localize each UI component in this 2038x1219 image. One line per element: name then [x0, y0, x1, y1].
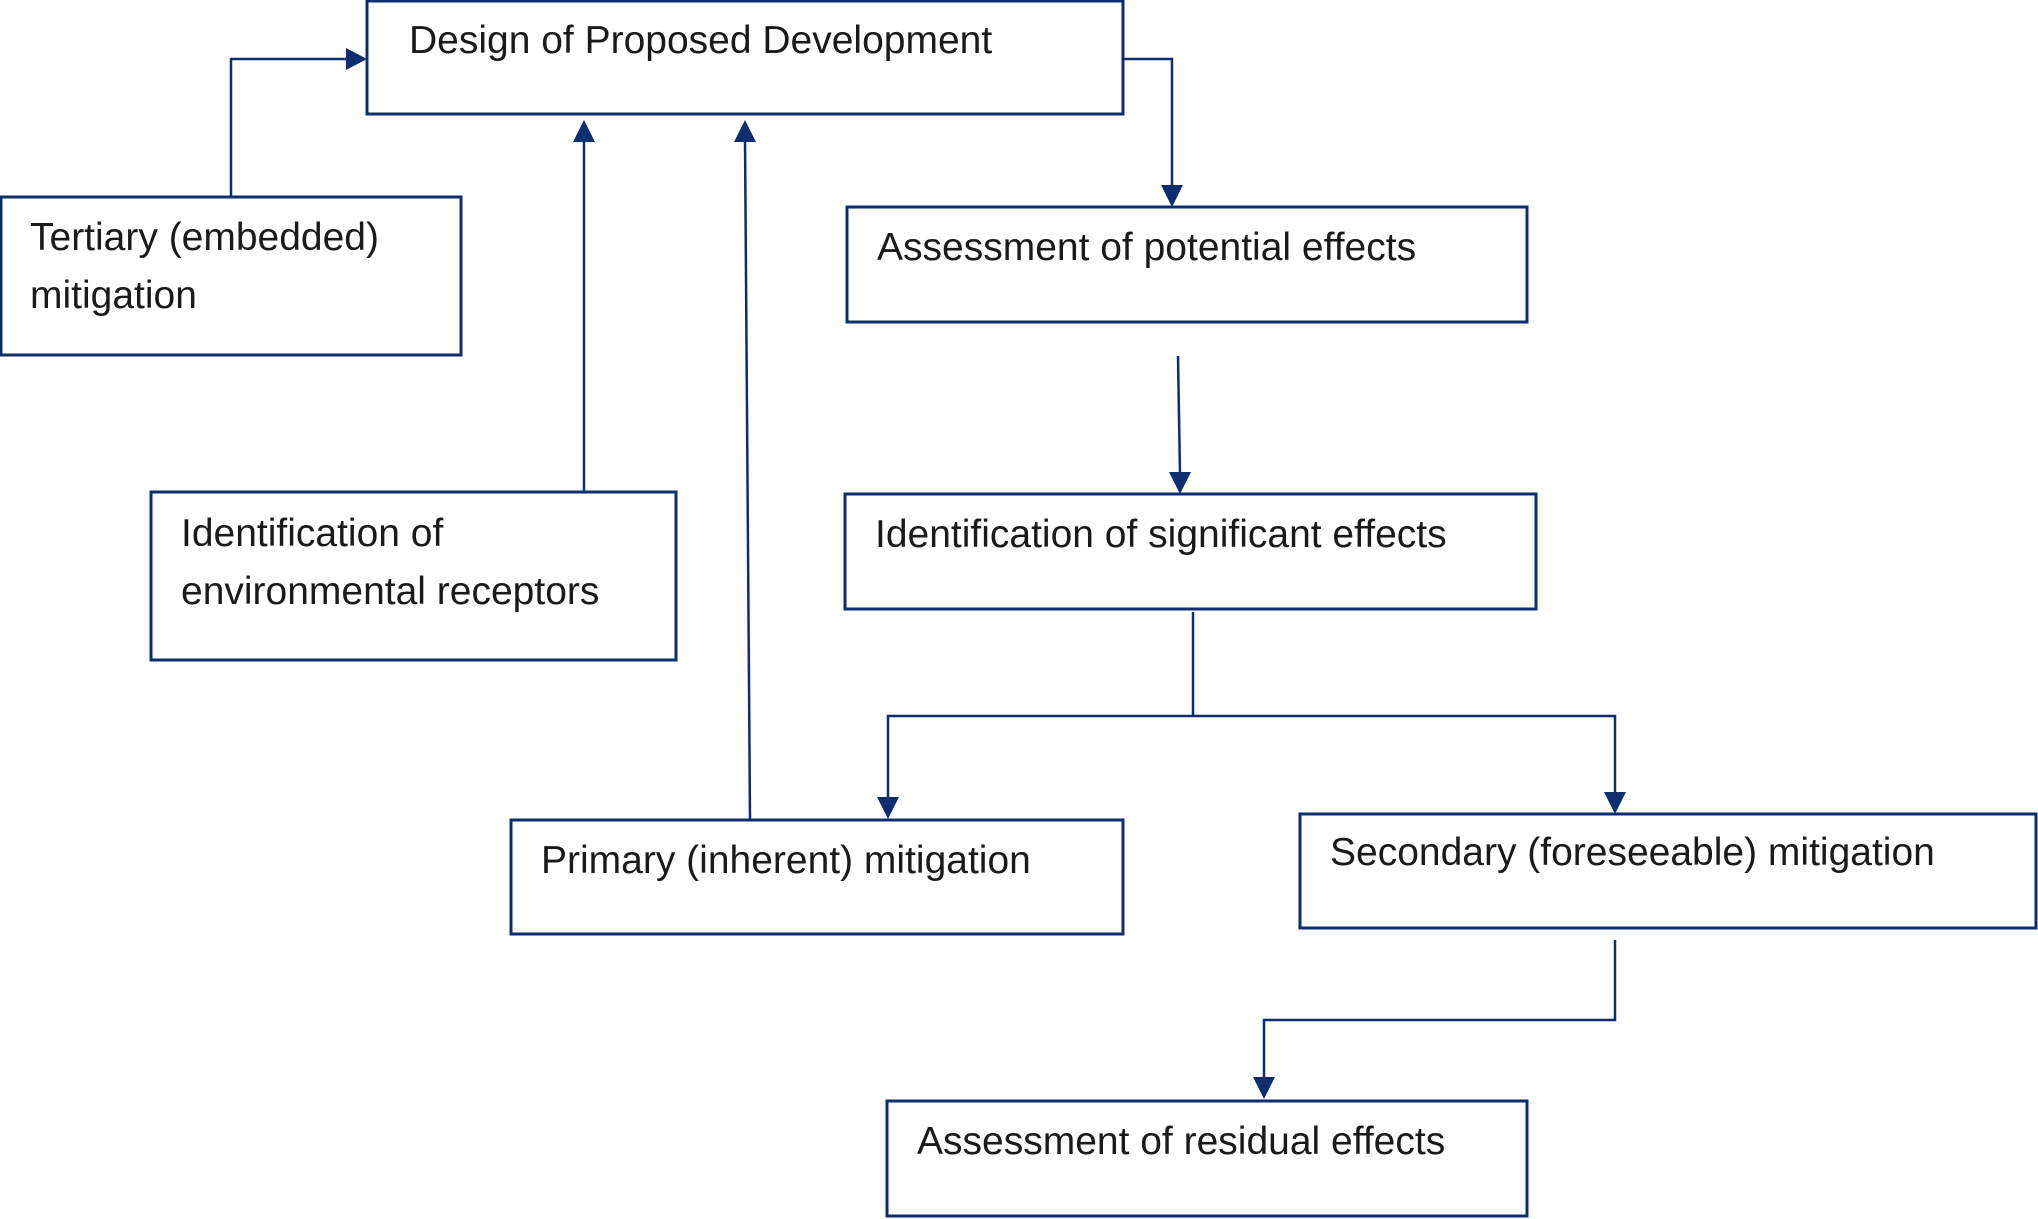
arrowhead-into-significant: [1169, 472, 1191, 494]
node-assessment-of-potential-effects: Assessment of potential effects: [845, 205, 1529, 324]
node-identification-of-significant-effects: Identification of significant effects: [843, 492, 1538, 611]
box-primary: [509, 818, 1125, 936]
label-secondary: Secondary (foreseeable) mitigation: [1330, 831, 1935, 874]
edge-secondary-to-residual: [1262, 940, 1617, 1080]
label-significant-line-1: Identification of significant effects: [875, 513, 1447, 556]
label-tertiary-line-1: Tertiary (embedded): [30, 216, 379, 259]
arrowhead-into-residual: [1253, 1077, 1275, 1099]
label-primary: Primary (inherent) mitigation: [541, 839, 1031, 882]
label-significant: Identification of significant effects: [875, 513, 1447, 556]
node-secondary-mitigation: Secondary (foreseeable) mitigation: [1298, 812, 2038, 930]
node-tertiary-mitigation: Tertiary (embedded) mitigation: [0, 195, 463, 357]
box-potential: [845, 205, 1529, 324]
connectors: [229, 48, 1626, 1099]
label-tertiary: Tertiary (embedded) mitigation: [30, 216, 390, 317]
label-potential-line-1: Assessment of potential effects: [877, 226, 1416, 269]
box-secondary: [1298, 812, 2038, 930]
edge-potential-to-significant: [1176, 355, 1182, 476]
arrowhead-into-design-from-primary: [734, 120, 756, 142]
arrowhead-into-primary: [877, 797, 899, 819]
box-residual: [885, 1099, 1529, 1218]
edge-tertiary-to-design: [229, 57, 348, 197]
edge-design-to-potential: [1123, 57, 1174, 188]
label-primary-line-1: Primary (inherent) mitigation: [541, 839, 1031, 882]
node-design-of-proposed-development: Design of Proposed Development: [365, 0, 1125, 116]
node-assessment-of-residual-effects: Assessment of residual effects: [885, 1099, 1529, 1218]
arrowhead-into-design-left: [346, 48, 367, 70]
box-receptors: [149, 490, 678, 662]
label-potential: Assessment of potential effects: [877, 226, 1416, 269]
node-primary-mitigation: Primary (inherent) mitigation: [509, 818, 1125, 936]
label-residual-line-1: Assessment of residual effects: [917, 1120, 1445, 1163]
label-tertiary-line-2: mitigation: [30, 274, 197, 317]
edge-significant-to-primary: [886, 714, 1193, 800]
arrowhead-into-secondary: [1604, 792, 1626, 814]
label-residual: Assessment of residual effects: [917, 1120, 1445, 1163]
edge-significant-to-secondary: [1193, 714, 1617, 795]
box-significant: [843, 492, 1538, 611]
edge-primary-to-design: [743, 138, 752, 821]
arrowhead-into-potential: [1161, 185, 1183, 207]
label-design-line-1: Design of Proposed Development: [409, 19, 992, 62]
label-design: Design of Proposed Development: [409, 19, 992, 62]
label-secondary-line-1: Secondary (foreseeable) mitigation: [1330, 831, 1935, 874]
arrowhead-into-design-from-receptors: [573, 120, 595, 142]
label-receptors: Identification of environmental receptor…: [181, 512, 599, 613]
node-identification-of-environmental-receptors: Identification of environmental receptor…: [149, 490, 678, 662]
label-receptors-line-2: environmental receptors: [181, 570, 599, 613]
box-design: [365, 0, 1125, 116]
box-tertiary: [0, 195, 463, 357]
label-receptors-line-1: Identification of: [181, 512, 444, 555]
